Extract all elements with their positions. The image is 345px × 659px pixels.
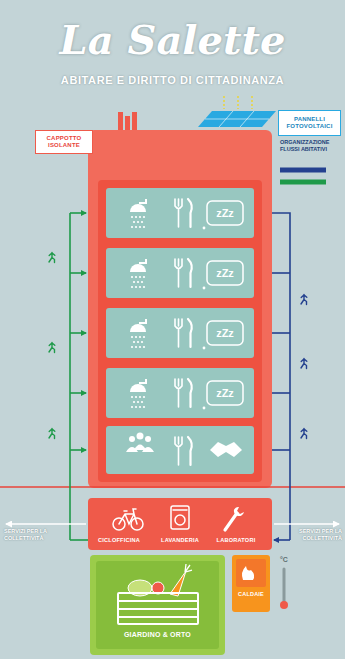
node-label: LABORATORI <box>208 537 264 544</box>
callout-box: PANNELLI FOTOVOLTAICI <box>278 110 341 136</box>
node-label: GIARDINO & ORTO <box>90 631 225 639</box>
node-label: LAVANDERIA <box>154 537 206 544</box>
sleep-icon-text: zZz <box>207 381 243 405</box>
unit-label: °C <box>274 556 294 564</box>
title: La Salette <box>0 14 345 66</box>
service-label: SERVIZI PER LA COLLETTIVITÀ <box>4 528 64 542</box>
node-label: CICLOFFICINA <box>93 537 145 544</box>
callout-text: CAPPOTTO ISOLANTE <box>39 135 89 149</box>
subtitle: ABITARE E DIRITTO DI CITTADINANZA <box>0 74 345 87</box>
services-box: CICLOFFICINA LAVANDERIALABORATORI <box>88 498 272 550</box>
sleep-icon-text: zZz <box>207 261 243 285</box>
boiler-box: CALDAIE <box>232 555 270 612</box>
sleep-icon-text: zZz <box>207 321 243 345</box>
node-label: CALDAIE <box>232 591 270 598</box>
sleep-icon-text: zZz <box>207 201 243 225</box>
legend-heading: ORGANIZZAZIONE FLUSSI ABITATIVI <box>280 139 342 152</box>
callout-box: CAPPOTTO ISOLANTE <box>35 130 93 154</box>
service-label: SERVIZI PER LA COLLETTIVITÀ <box>292 528 342 542</box>
garden-box: GIARDINO & ORTO <box>90 555 225 655</box>
callout-text: PANNELLI FOTOVOLTAICI <box>282 116 337 130</box>
